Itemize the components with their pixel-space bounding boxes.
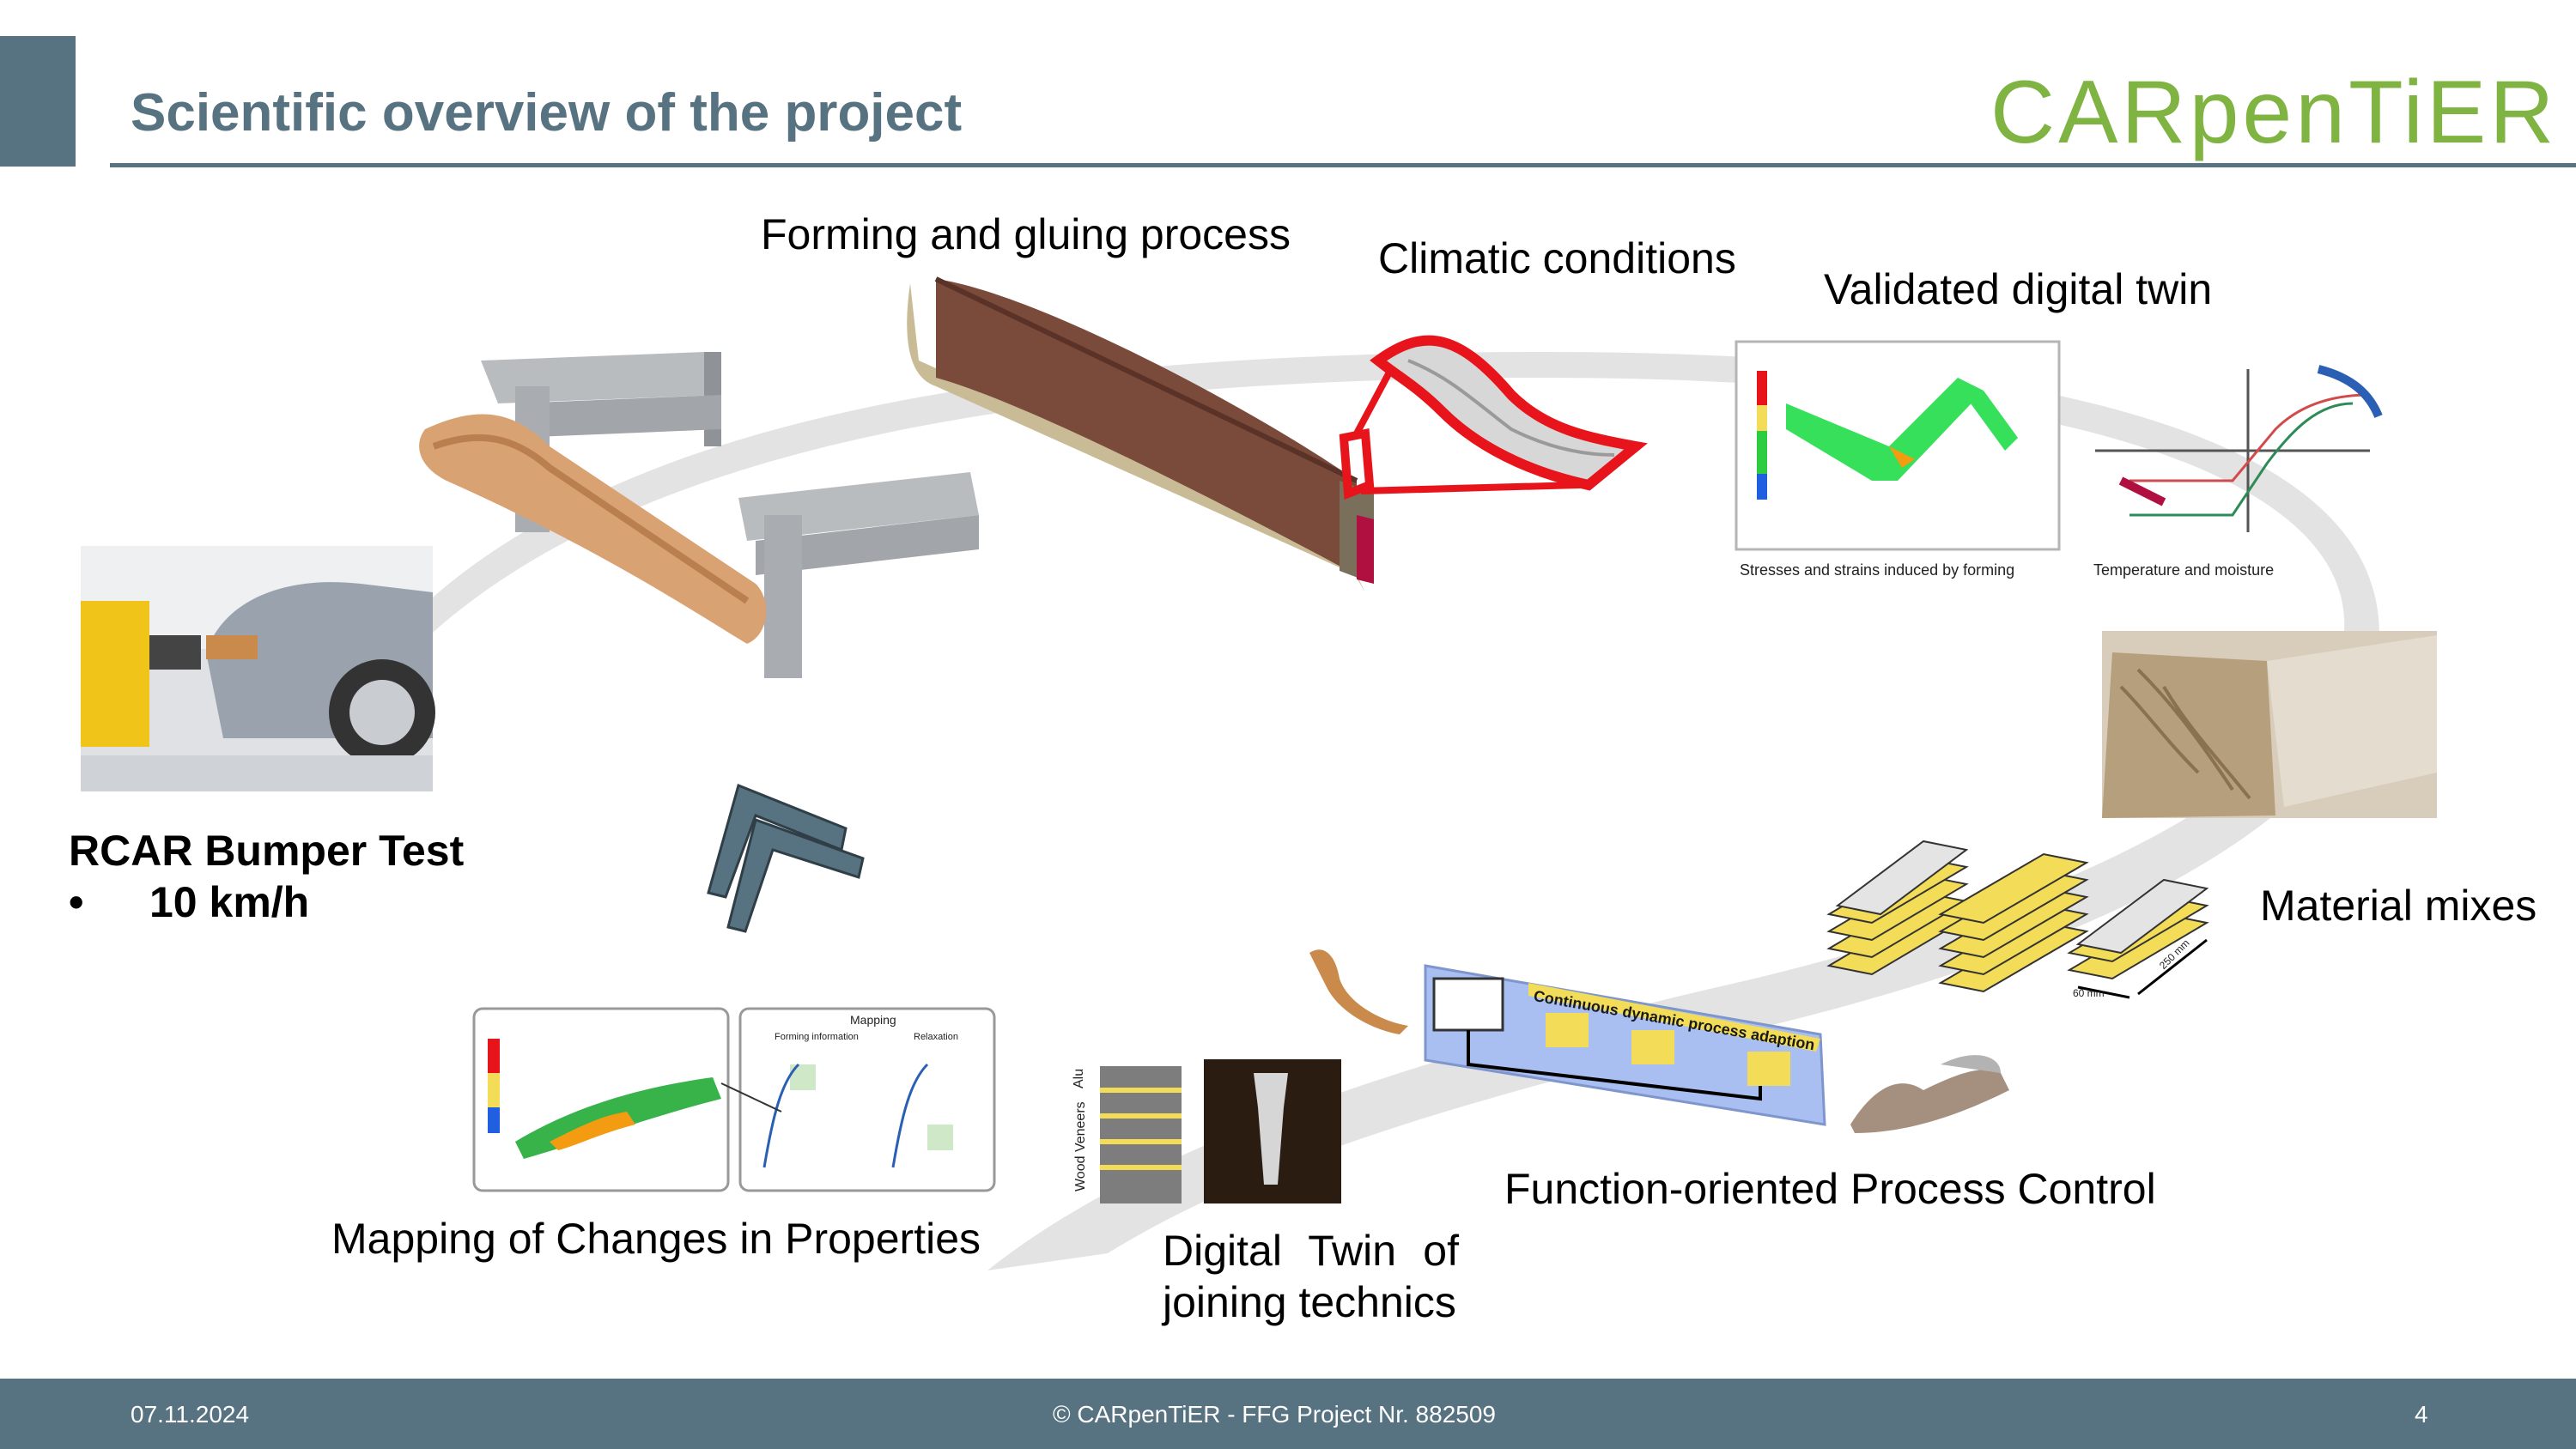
title-divider [110, 163, 2576, 167]
climatic-conditions-label: Climatic conditions [1378, 234, 1736, 282]
rcar-test-photo [81, 546, 435, 791]
digital-twin-label-line1: Digital Twin of [1163, 1227, 1459, 1275]
material-mix-photo [2102, 631, 2437, 818]
stress-simulation-figure [1735, 340, 2061, 551]
aluminum-profile-image [1850, 1055, 2009, 1133]
material-mixes-label: Material mixes [2260, 882, 2537, 930]
footer-bar [0, 1379, 2576, 1449]
footer-page-number: 4 [2415, 1401, 2428, 1428]
carpentier-logo: CARpenTiER [1990, 63, 2558, 162]
curled-veneer-image [1309, 949, 1408, 1034]
climatic-zoom-frame [1339, 335, 1648, 500]
temperature-moisture-figure [2095, 365, 2383, 532]
digital-twin-label-line2: joining technics [1163, 1278, 1456, 1326]
stress-caption: Stresses and strains induced by forming [1740, 561, 2015, 579]
footer-date: 07.11.2024 [131, 1401, 250, 1428]
wood-veneers-label: Wood Veneers [1073, 1101, 1088, 1191]
forming-information-label: Forming information [775, 1032, 859, 1042]
bumper-assembly-image [419, 352, 979, 678]
alu-label: Alu [1072, 1068, 1086, 1088]
mapping-changes-label: Mapping of Changes in Properties [331, 1215, 981, 1263]
rcar-speed: 10 km/h [149, 878, 310, 926]
mapping-figures [472, 1007, 996, 1192]
process-cycle-band [378, 352, 2379, 1270]
footer-copyright: © CARpenTiER - FFG Project Nr. 882509 [1053, 1401, 1496, 1428]
dimension-60: 60 mm [2073, 987, 2105, 999]
temperature-caption: Temperature and moisture [2093, 561, 2275, 579]
veneer-stacks-figure [1826, 840, 2209, 999]
function-control-label: Function-oriented Process Control [1504, 1165, 2156, 1213]
relaxation-label: Relaxation [914, 1032, 958, 1042]
process-control-figure [1424, 964, 1826, 1126]
bumper-section-image [907, 276, 1374, 592]
mapping-panel-title: Mapping [850, 1013, 896, 1027]
validated-twin-label: Validated digital twin [1824, 265, 2213, 313]
forming-gluing-label: Forming and gluing process [761, 210, 1291, 258]
chevron-arrow-icon [707, 783, 865, 933]
rcar-test-title: RCAR Bumper Test [69, 827, 465, 875]
joining-technics-images [1100, 1059, 1341, 1203]
page-title: Scientific overview of the project [131, 83, 963, 142]
rcar-bullet: • [69, 878, 84, 926]
corner-accent-bar [0, 36, 76, 167]
